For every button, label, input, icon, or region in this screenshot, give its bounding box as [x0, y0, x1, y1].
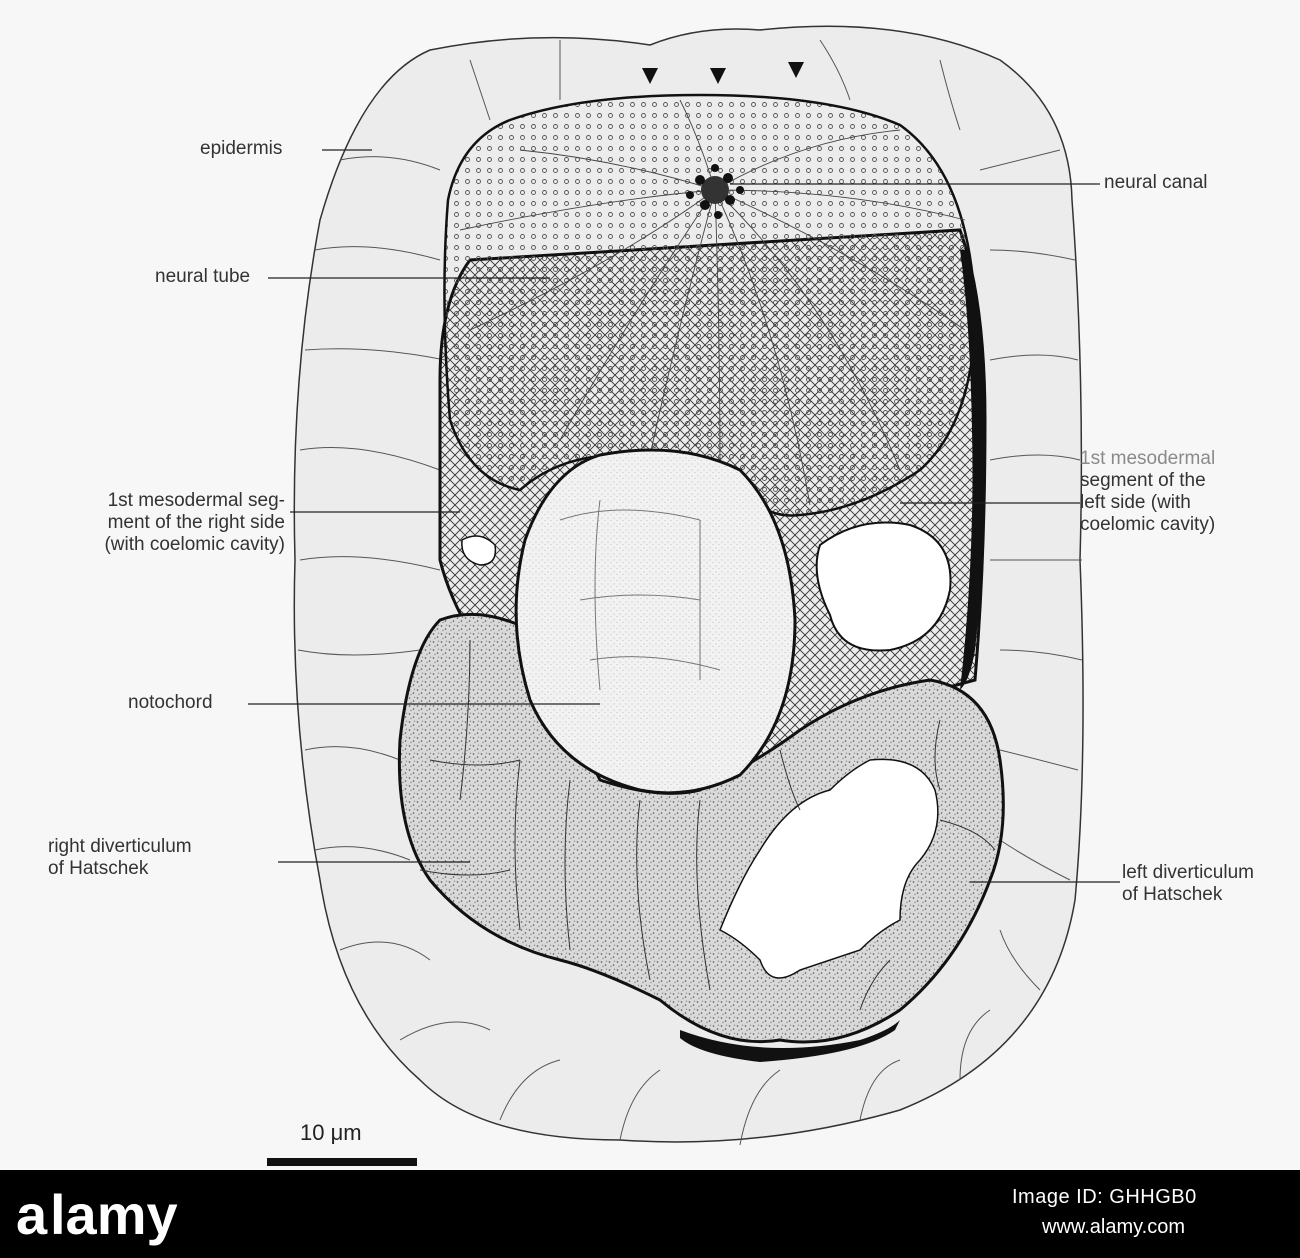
label-left-div-line1: left diverticulum — [1122, 862, 1254, 883]
label-meso-right-line3: (with coelomic cavity) — [104, 534, 285, 555]
neural-tube-cell-lines — [459, 99, 966, 506]
label-meso-left-line2: segment of the — [1080, 470, 1206, 491]
coelomic-cavity-left — [815, 521, 952, 652]
label-left-diverticulum: left diverticulum of Hatschek — [1122, 862, 1254, 906]
notochord — [514, 448, 797, 795]
label-meso-right: 1st mesodermal seg- ment of the right si… — [0, 490, 285, 556]
basal-band — [680, 1020, 900, 1062]
diagram-figure: epidermis neural canal neural tube 1st m… — [0, 25, 1254, 1166]
label-meso-left-line4: coelomic cavity) — [1080, 514, 1216, 535]
svg-text:lamy: lamy — [50, 1183, 178, 1246]
label-right-div-line2: of Hatschek — [48, 858, 149, 879]
label-right-diverticulum: right diverticulum of Hatschek — [48, 836, 192, 880]
image-id: Image ID: GHHGB0 — [1012, 1186, 1197, 1208]
diverticulum-cell-lines — [419, 639, 996, 1011]
watermark-url: www.alamy.com — [1042, 1216, 1185, 1238]
label-neural-tube: neural tube — [155, 266, 251, 287]
alamy-logo-text: a — [16, 1183, 48, 1246]
label-notochord: notochord — [128, 692, 213, 713]
label-left-div-line2: of Hatschek — [1122, 884, 1223, 905]
marker-triangles — [642, 62, 804, 84]
label-meso-left-line3: left side (with — [1080, 492, 1191, 513]
label-meso-right-line2: ment of the right side — [107, 512, 285, 533]
label-neural-canal: neural canal — [1104, 172, 1208, 193]
scale-bar — [267, 1158, 417, 1166]
leader-lines — [248, 149, 1120, 883]
coelomic-cavity-right — [461, 535, 497, 566]
alamy-logo: a lamy — [16, 1183, 178, 1246]
notochord-cell-lines — [559, 499, 721, 691]
scale-bar-label: 10 μm — [300, 1120, 362, 1145]
label-meso-left: 1st mesodermal segment of the left side … — [1080, 448, 1215, 536]
label-epidermis: epidermis — [200, 138, 283, 159]
watermark-footer: a lamy Image ID: GHHGB0 www.alamy.com — [0, 1170, 1300, 1258]
embryo-cross-section — [248, 25, 1120, 1166]
neural-tube — [443, 93, 977, 517]
neural-canal — [686, 164, 744, 219]
right-side-band — [960, 250, 985, 690]
label-meso-right-line1: 1st mesodermal seg- — [107, 490, 285, 511]
epidermis-cell-lines — [297, 39, 1083, 1146]
left-diverticulum-lumen — [719, 758, 939, 979]
label-meso-left-line1: 1st mesodermal — [1080, 448, 1216, 469]
label-right-div-line1: right diverticulum — [48, 836, 192, 857]
